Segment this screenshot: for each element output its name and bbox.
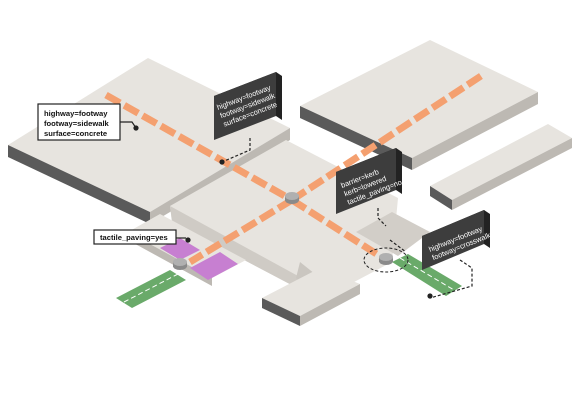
tag-crosswalk-dark: highway=footway footway=crosswalk [422,210,492,270]
node-kerb [363,247,409,273]
tag-footway-line-1: highway=footway [44,109,108,118]
tag-footway-line-3: surface=concrete [44,129,107,138]
tag-tactile-light: tactile_paving=yes [93,229,177,245]
crosswalk-strips [116,254,462,308]
tag-sidewalk-dark: highway=footway footway=sidewalk surface… [214,72,282,140]
node-tactile [173,258,187,270]
tag-footway-line-2: footway=sidewalk [44,119,110,128]
sidewalk-block-right [430,124,572,210]
leader-lines [120,121,473,299]
node-center [285,192,299,204]
tag-tactile-text: tactile_paving=yes [100,233,168,242]
corner-island [262,268,360,326]
tag-footway-light: highway=footway footway=sidewalk surface… [37,103,121,141]
footway-line [104,71,486,265]
